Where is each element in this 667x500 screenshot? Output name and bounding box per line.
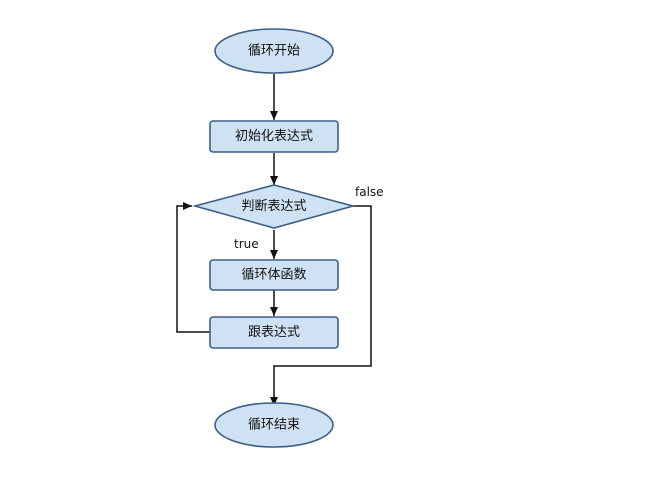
edge-condition-false-to-end — [270, 205, 372, 406]
node-start-label: 循环开始 — [248, 44, 300, 59]
node-body-label: 循环体函数 — [241, 268, 306, 283]
node-update-label: 跟表达式 — [248, 325, 300, 340]
edge-label-false: false — [355, 185, 384, 199]
node-start — [214, 28, 334, 74]
node-init-label: 初始化表达式 — [235, 129, 313, 144]
node-body — [209, 259, 339, 291]
node-condition-label: 判断表达式 — [241, 199, 306, 214]
edge-update-loop-back — [176, 202, 210, 333]
node-init — [209, 120, 339, 153]
node-condition — [191, 184, 357, 229]
node-end — [214, 402, 334, 448]
node-end-label: 循环结束 — [248, 418, 300, 433]
edge-label-true: true — [234, 237, 259, 251]
node-update — [209, 316, 339, 349]
